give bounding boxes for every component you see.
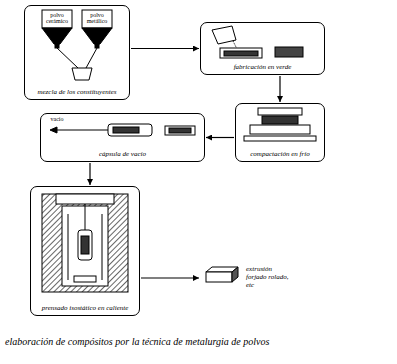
- process-box: fabricación en verde: [200, 22, 325, 75]
- flow-arrow: [131, 48, 199, 49]
- cold-press: [244, 108, 316, 141]
- step-caption: cápsula de vacío: [99, 151, 146, 159]
- flow-arrow: [206, 137, 234, 138]
- flow-arrow: [279, 76, 280, 102]
- powder-hoppers: [42, 10, 112, 80]
- part-label: polvo metálico: [82, 12, 112, 25]
- step-caption: prensado isostático en caliente: [42, 305, 129, 313]
- figure-caption: elaboración de compósitos por la técnica…: [5, 336, 392, 347]
- result-node: extrusión forjado rolado, etc: [200, 258, 330, 298]
- step-caption: extrusión forjado rolado, etc: [246, 266, 292, 289]
- part-label: polvo cerámico: [42, 12, 72, 25]
- step-caption: mezcla de los constituyentes: [37, 89, 116, 97]
- flow-arrow: [141, 277, 199, 278]
- part-label: vacío: [44, 116, 70, 122]
- final-billet: [206, 267, 238, 282]
- flow-arrow: [89, 163, 90, 185]
- process-box: compactación en frío: [235, 103, 325, 162]
- process-box: prensado isostático en caliente: [30, 186, 140, 316]
- process-box: mezcla de los constituyentes: [24, 5, 130, 100]
- vacuum-capsule: [50, 124, 195, 136]
- step-caption: compactación en frío: [250, 151, 310, 159]
- process-box: cápsula de vacío: [40, 113, 205, 162]
- hip-vessel: [42, 194, 128, 292]
- green-forming: [212, 26, 303, 58]
- step-caption: fabricación en verde: [234, 64, 292, 72]
